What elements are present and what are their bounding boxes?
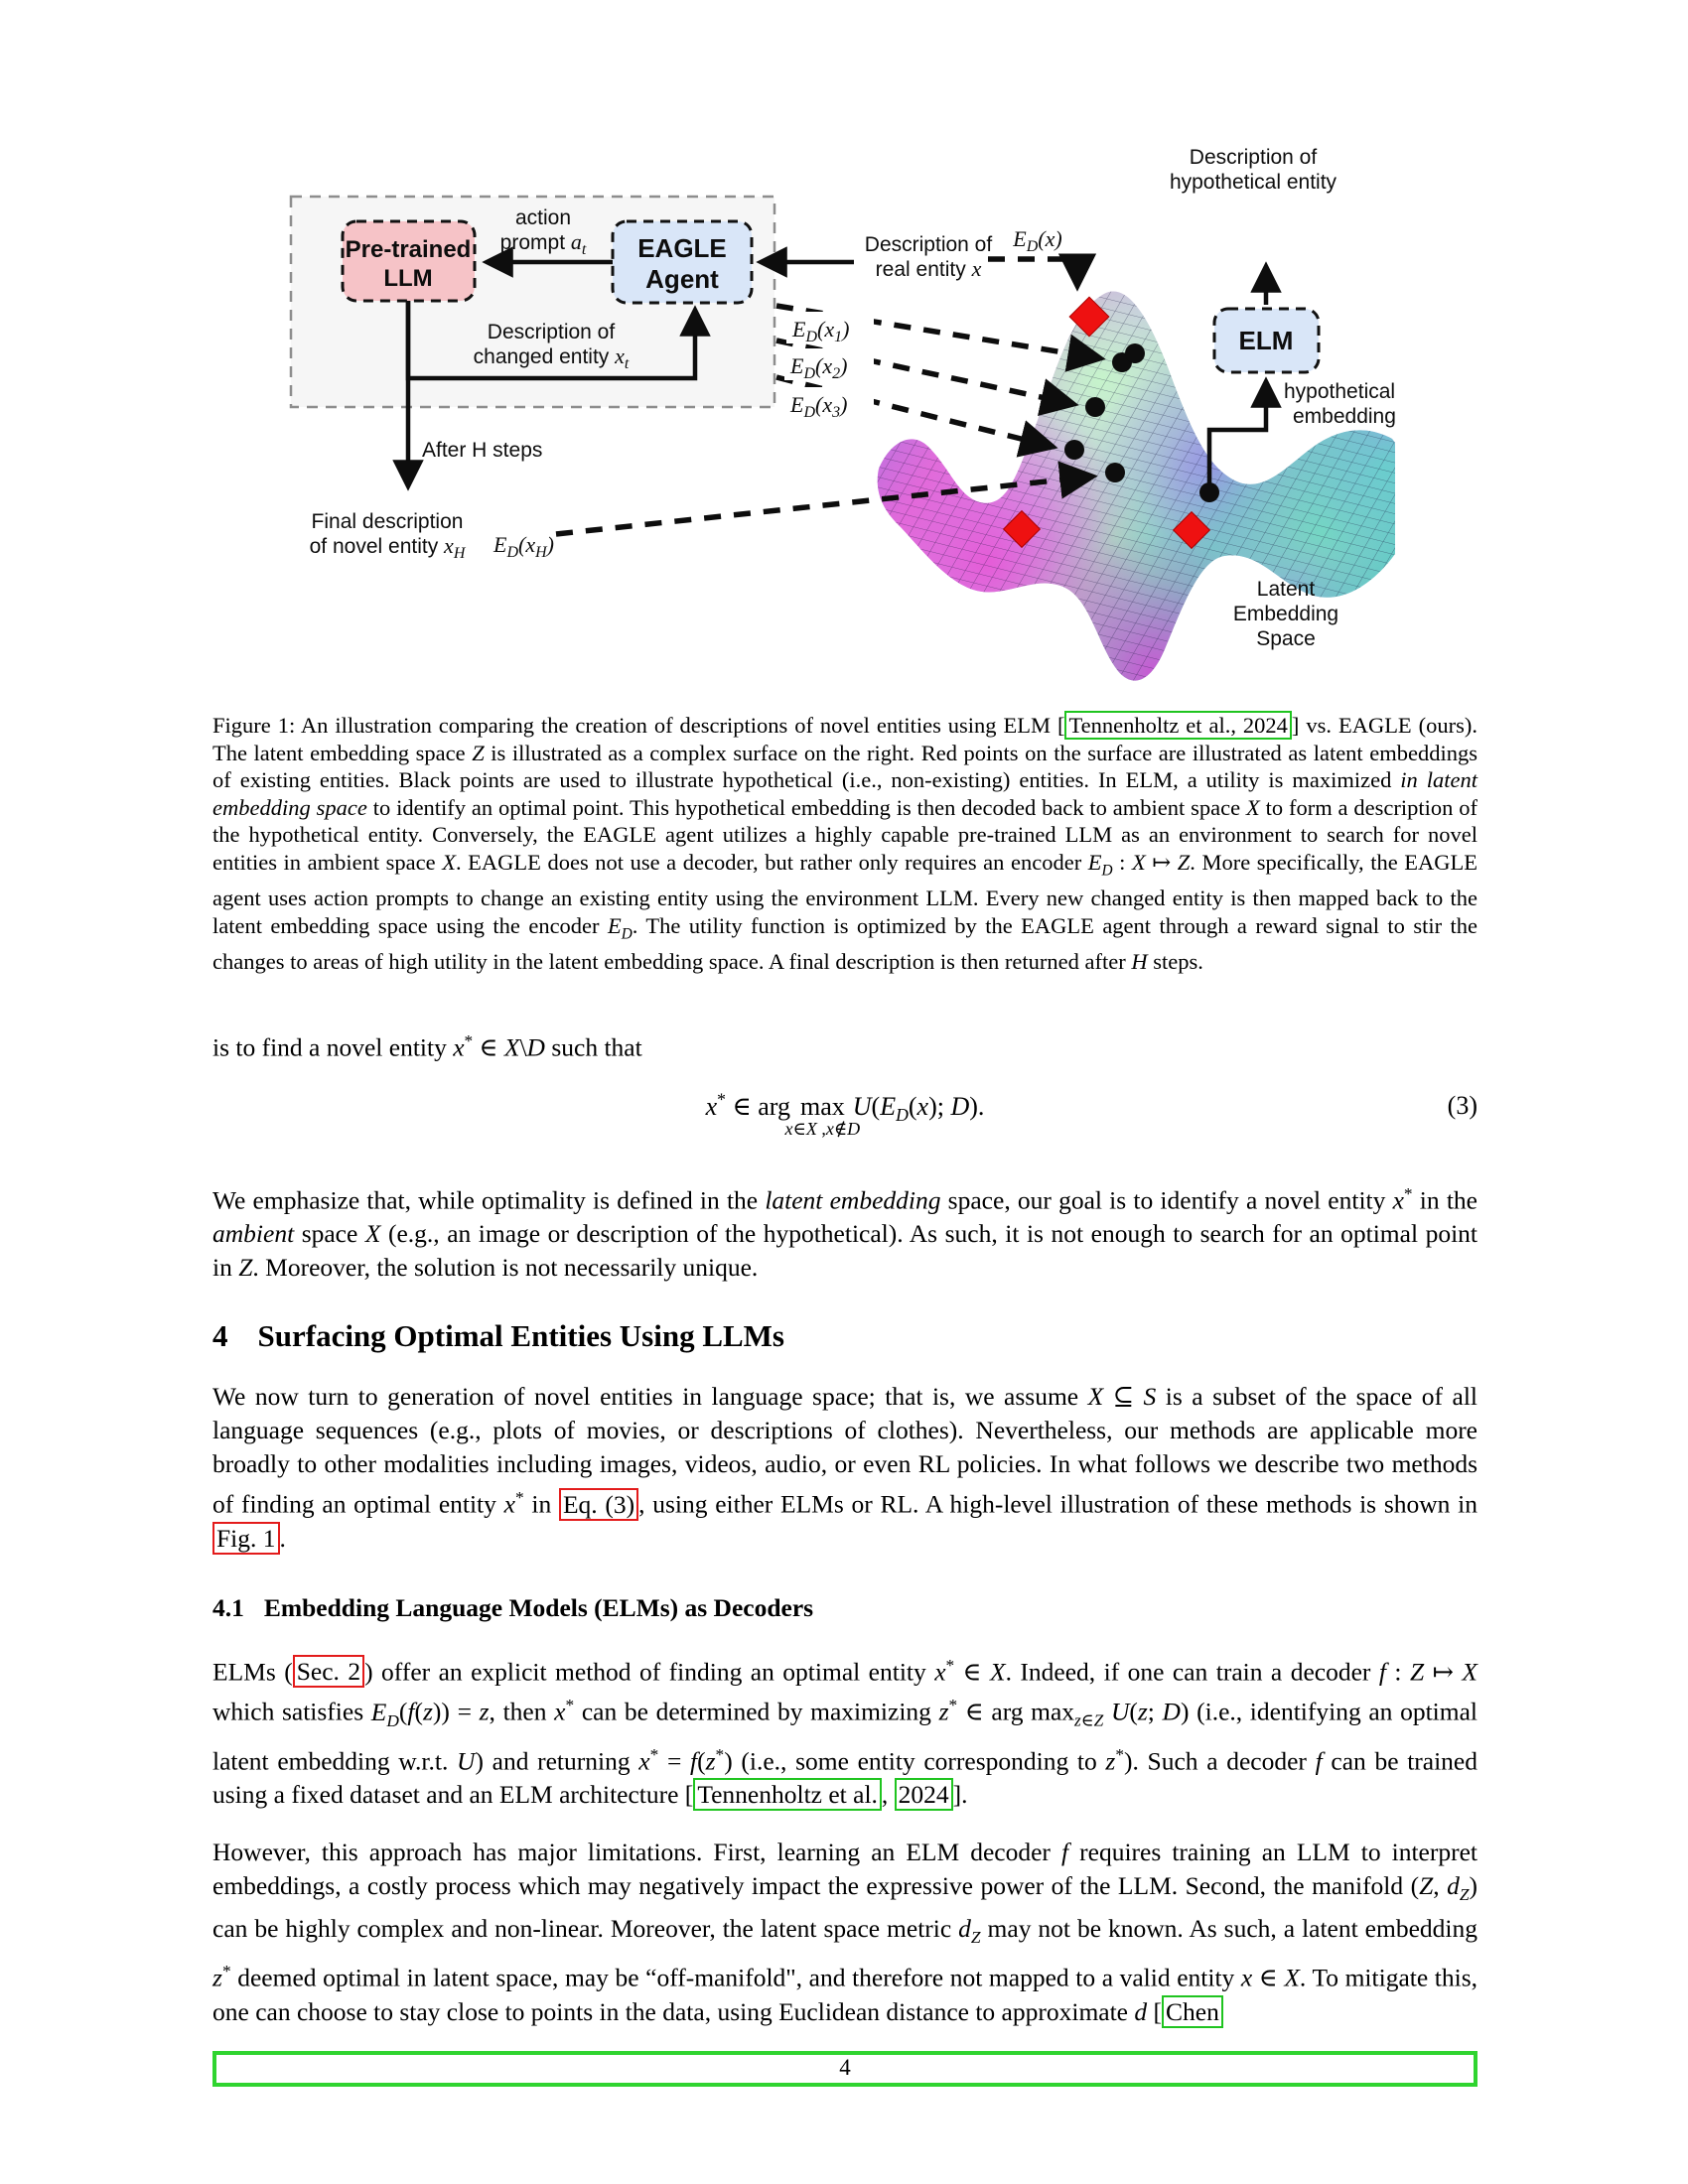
existing-entity-diamonds (1002, 296, 1211, 550)
figure-1-caption: Figure 1: An illustration comparing the … (212, 711, 1478, 974)
ed-x1-label: ED(x1) (786, 312, 874, 345)
final-description-label-2: of novel entity xH (310, 533, 467, 562)
citation-link[interactable]: 2024 (894, 1778, 953, 1812)
citation-link[interactable]: Chen (1162, 1994, 1223, 2028)
equation-max-subscript: x∈X ,x∉D (784, 1119, 861, 1140)
after-h-steps-label: After H steps (422, 439, 542, 462)
pretrained-llm-label-1: Pre-trained (346, 236, 472, 263)
svg-text:ED(x2): ED(x2) (789, 353, 847, 382)
pretrained-llm-label-2: LLM (383, 265, 432, 292)
section-4-1-number: 4.1 (212, 1592, 244, 1622)
hypothetical-entity-label-1: Description of (1190, 146, 1318, 169)
elm-label: ELM (1239, 326, 1294, 355)
paragraph-emphasize: We emphasize that, while optimality is d… (212, 1183, 1477, 1283)
latent-space-label-3: Space (1256, 627, 1316, 650)
eagle-agent-label-2: Agent (645, 264, 719, 294)
final-description-label-1: Final description (312, 510, 464, 533)
equation-lhs: x* ∈ arg (705, 1088, 790, 1121)
section-4-number: 4 (212, 1318, 228, 1354)
equation-max-operator: max (799, 1091, 845, 1121)
equation-rhs: U(ED(x); D). (852, 1091, 985, 1125)
ed-xh-label: ED(xH) (492, 532, 554, 561)
flow-arrows (392, 246, 1282, 491)
latent-surface (877, 291, 1395, 681)
page-number-box: 4 (212, 2050, 1477, 2087)
embedding-dashed-lines (555, 253, 1106, 537)
latent-space-label-2: Embedding (1233, 603, 1338, 625)
paragraph-elms-decoders: ELMs (Sec. 2) offer an explicit method o… (212, 1655, 1477, 1812)
action-prompt-label-1: action (515, 206, 571, 229)
figure-1: Pre-trained LLM EAGLE Agent ELM action p… (212, 137, 1477, 699)
pretrained-llm-box (341, 219, 477, 303)
ed-x3-label: ED(x3) (784, 387, 874, 421)
changed-entity-label-1: Description of (488, 321, 616, 343)
ed-x-label: ED(x) (1012, 226, 1061, 255)
ed-x2-label: ED(x2) (784, 348, 874, 382)
real-entity-label-1: Description of (865, 233, 993, 256)
section-4-title: Surfacing Optimal Entities Using LLMs (257, 1318, 785, 1354)
internal-ref-link[interactable]: Sec. 2 (292, 1655, 365, 1689)
paragraph-limitations: However, this approach has major limitat… (212, 1838, 1478, 2028)
real-entity-label-2: real entity x (876, 256, 982, 281)
eagle-agent-box (611, 219, 754, 305)
elm-box (1212, 307, 1321, 374)
paragraph-section-4: We now turn to generation of novel entit… (212, 1382, 1478, 1555)
citation-link[interactable]: Tennenholtz et al., 2024 (1064, 711, 1292, 740)
internal-ref-link[interactable]: Eq. (3) (558, 1487, 639, 1521)
internal-ref-link[interactable]: Fig. 1 (212, 1521, 280, 1555)
latent-space-label-1: Latent (1257, 578, 1316, 601)
hypothetical-embedding-dots (1064, 343, 1219, 502)
figure-1-svg: Pre-trained LLM EAGLE Agent ELM action p… (289, 146, 1396, 681)
section-4-1-heading: 4.1 Embedding Language Models (ELMs) as D… (212, 1593, 1477, 1623)
equation-number: (3) (1447, 1090, 1477, 1120)
citation-link[interactable]: Tennenholtz et al. (693, 1778, 882, 1812)
svg-text:ED(x3): ED(x3) (789, 392, 847, 421)
lead-sentence: is to find a novel entity x* ∈ X\D such … (212, 1031, 642, 1062)
section-4-heading: 4 Surfacing Optimal Entities Using LLMs (212, 1318, 1477, 1354)
changed-entity-label-2: changed entity xt (474, 343, 630, 372)
section-4-1-title: Embedding Language Models (ELMs) as Deco… (263, 1592, 814, 1622)
hypothetical-embedding-label-2: embedding (1293, 405, 1396, 428)
hypothetical-embedding-label-1: hypothetical (1284, 380, 1395, 403)
action-prompt-label-2: prompt at (500, 229, 587, 258)
eagle-agent-label-1: EAGLE (637, 233, 727, 263)
page-number: 4 (839, 2054, 851, 2080)
hypothetical-entity-label-2: hypothetical entity (1170, 171, 1337, 194)
